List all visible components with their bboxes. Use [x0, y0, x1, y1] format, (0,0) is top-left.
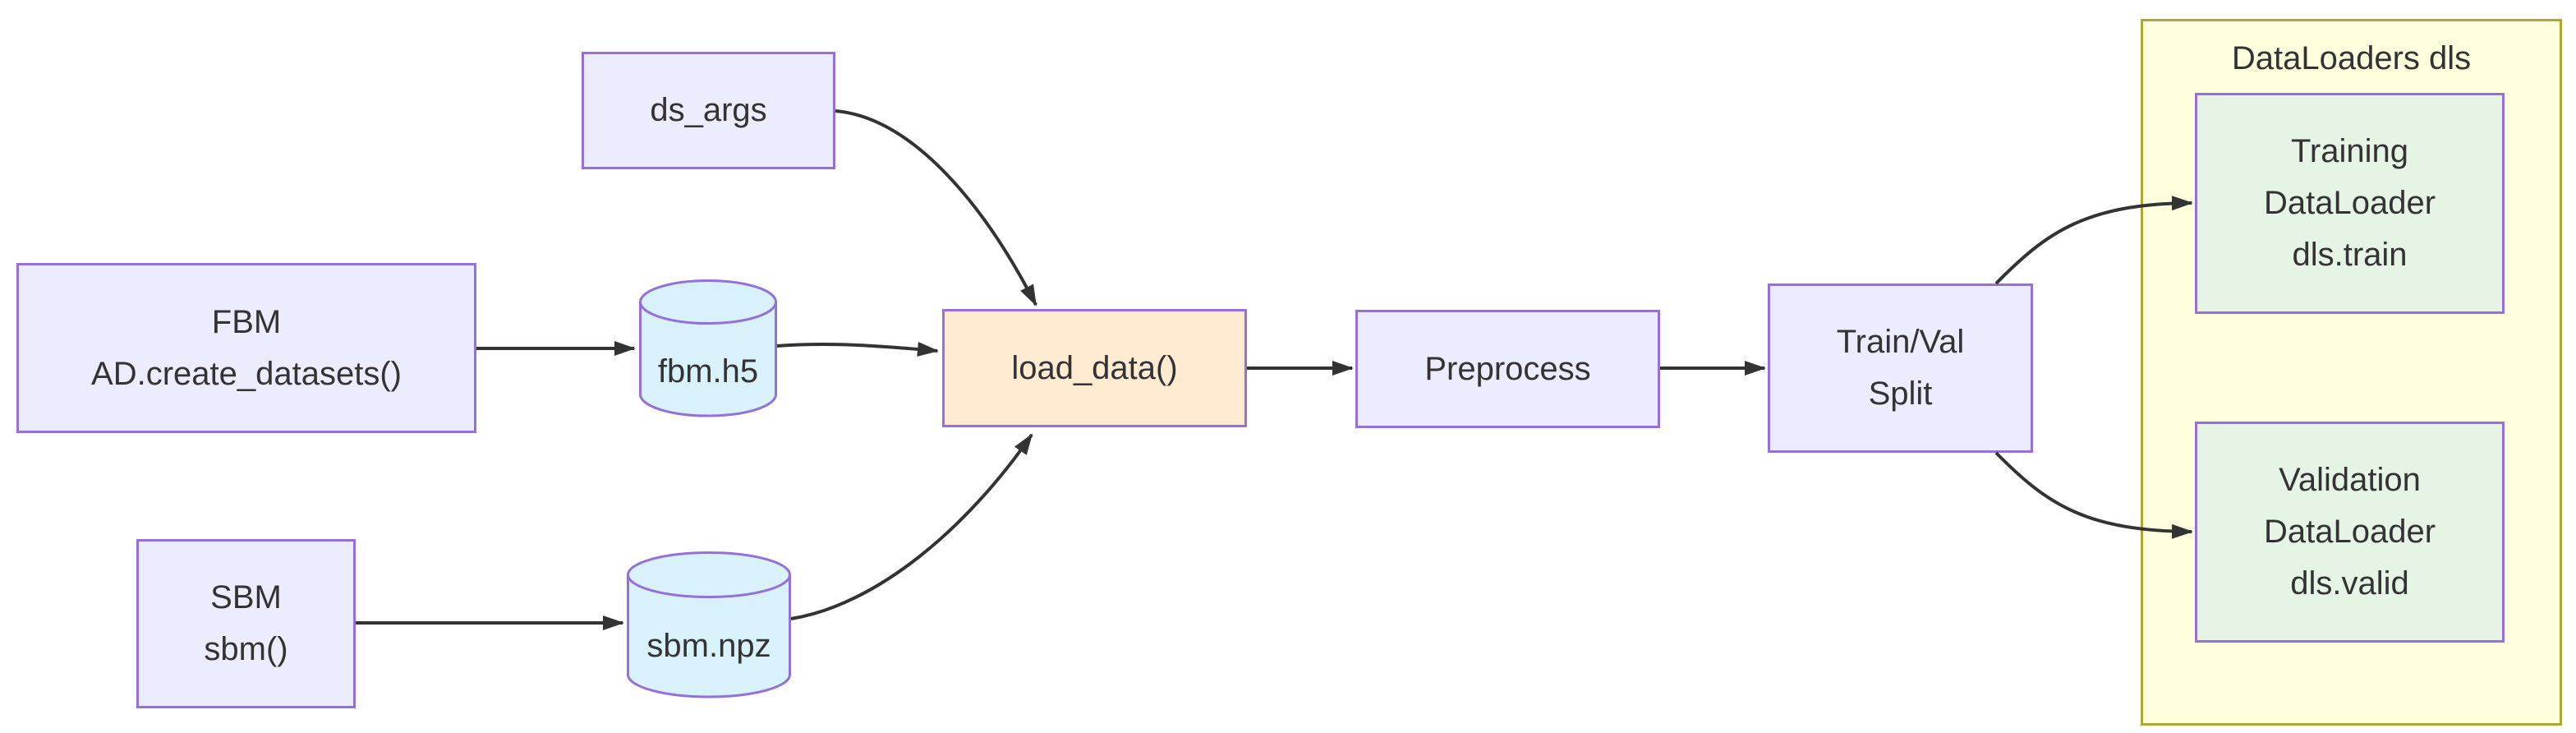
cylinder-shape [639, 279, 777, 417]
node-label: SBM [210, 579, 282, 615]
node-ds-args: ds_args [582, 52, 835, 169]
node-validation-dataloader: Validation DataLoader dls.valid [2195, 422, 2505, 643]
node-fbm: FBM AD.create_datasets() [16, 263, 476, 433]
node-load-data: load_data() [942, 309, 1247, 427]
node-label: DataLoader [2263, 185, 2436, 221]
node-sbm: SBM sbm() [136, 539, 356, 708]
node-label: Train/Val [1836, 324, 1965, 360]
node-label: Validation [2279, 462, 2421, 498]
node-train-val-split: Train/Val Split [1768, 284, 2033, 453]
node-label: ds_args [650, 92, 767, 128]
cluster-title: DataLoaders dls [2231, 40, 2472, 76]
node-sbm-npz-cylinder: sbm.npz [627, 551, 791, 698]
node-label: DataLoader [2263, 514, 2436, 550]
node-training-dataloader: Training DataLoader dls.train [2195, 93, 2505, 314]
node-label: Training [2290, 133, 2409, 169]
node-fbm-h5-cylinder: fbm.h5 [639, 279, 777, 417]
node-label: sbm() [204, 631, 288, 667]
edge-sbmnpz-loaddata [790, 433, 1033, 620]
node-preprocess: Preprocess [1355, 310, 1660, 428]
node-label: FBM [211, 303, 282, 340]
node-label: Split [1868, 376, 1933, 412]
node-label: Preprocess [1424, 350, 1591, 387]
edge-dsargs-loaddata [835, 109, 1037, 307]
node-label: dls.train [2292, 237, 2408, 273]
node-label: load_data() [1011, 349, 1178, 386]
node-label: AD.create_datasets() [91, 355, 402, 392]
node-label: sbm.npz [646, 628, 771, 664]
cylinder-shape [627, 551, 791, 698]
edge-fbmh5-loaddata [776, 341, 939, 357]
node-label: fbm.h5 [657, 353, 759, 390]
node-label: dls.valid [2290, 565, 2409, 602]
